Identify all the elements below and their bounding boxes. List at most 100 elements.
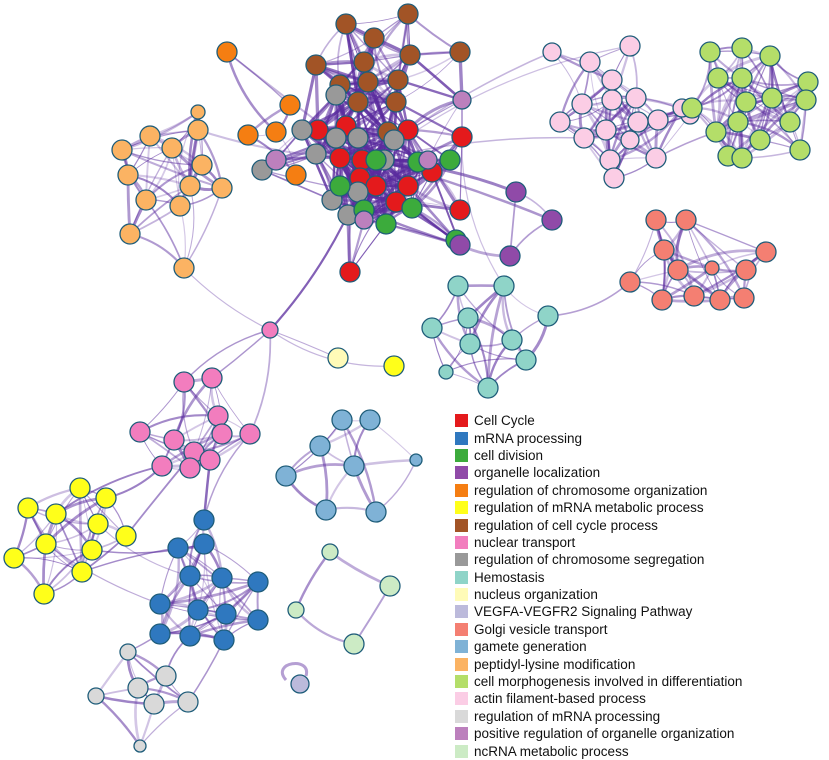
legend-item-pos-reg-organelle: positive regulation of organelle organiz… <box>455 725 825 742</box>
node-mrna-processing <box>215 603 237 625</box>
node-organelle-localization <box>541 209 563 231</box>
node-reg-cell-cycle <box>385 91 407 113</box>
node-cell-morphogenesis <box>731 147 753 169</box>
node-golgi-vesicle <box>683 285 705 307</box>
node-reg-mrna-metabolic <box>95 487 117 509</box>
node-mrna-processing <box>247 609 269 631</box>
node-actin-filament <box>645 147 667 169</box>
legend-swatch <box>455 466 468 480</box>
network-edge <box>461 136 505 287</box>
node-reg-mrna-processing <box>143 693 165 715</box>
node-cell-morphogenesis <box>795 89 817 111</box>
network-edge <box>269 329 339 359</box>
node-ncrna-metabolic <box>343 633 365 655</box>
node-reg-chromosome-segregation <box>325 84 347 106</box>
node-actin-filament <box>627 111 649 133</box>
legend-item-actin-filament: actin filament-based process <box>455 690 825 707</box>
node-reg-mrna-metabolic <box>17 497 39 519</box>
node-hemostasis <box>501 329 523 351</box>
network-nodes <box>3 3 819 753</box>
node-hemostasis <box>515 349 537 371</box>
node-cell-cycle <box>339 261 361 283</box>
node-actin-filament <box>599 149 621 171</box>
legend-label: cell division <box>474 447 544 463</box>
legend-label: Golgi vesicle transport <box>474 621 608 637</box>
node-nuclear-transport <box>207 405 229 427</box>
network-edge <box>249 329 272 435</box>
node-actin-filament <box>620 130 640 150</box>
node-cell-morphogenesis <box>789 139 811 161</box>
legend-swatch <box>455 483 468 497</box>
node-reg-mrna-processing <box>127 677 149 699</box>
legend-swatch <box>455 553 468 567</box>
legend-label: gamete generation <box>474 639 587 655</box>
node-pos-reg-organelle <box>418 150 438 170</box>
node-vegfa-vegfr2 <box>290 674 310 694</box>
node-mrna-processing <box>193 509 215 531</box>
node-peptidyl-lysine <box>117 164 139 186</box>
node-golgi-vesicle <box>755 241 777 263</box>
node-reg-chromosome-organization <box>279 94 301 116</box>
node-reg-mrna-processing <box>87 687 105 705</box>
node-pos-reg-organelle <box>354 210 374 230</box>
node-nuclear-transport <box>179 457 201 479</box>
node-actin-filament <box>573 127 595 149</box>
network-edge <box>121 149 223 189</box>
node-hemostasis <box>457 307 479 329</box>
node-reg-cell-cycle <box>449 41 471 63</box>
node-reg-cell-cycle <box>357 71 379 93</box>
node-actin-filament <box>625 87 647 109</box>
node-ncrna-metabolic <box>287 601 305 619</box>
legend-item-reg-chromosome-organization: regulation of chromosome organization <box>455 482 825 499</box>
legend-swatch <box>455 727 468 741</box>
node-actin-filament <box>603 167 625 189</box>
network-edge <box>183 267 271 331</box>
node-gamete-generation <box>359 409 381 431</box>
legend-item-peptidyl-lysine: peptidyl-lysine modification <box>455 655 825 672</box>
node-cell-cycle <box>397 175 419 197</box>
node-actin-filament <box>601 89 623 111</box>
node-pos-reg-organelle <box>265 149 287 171</box>
node-mrna-processing <box>149 593 171 615</box>
node-reg-chromosome-segregation <box>383 129 405 151</box>
node-reg-cell-cycle <box>399 44 421 66</box>
legend-swatch <box>455 675 468 689</box>
legend-label: nucleus organization <box>474 587 598 603</box>
node-nuclear-transport <box>163 429 185 451</box>
legend-item-reg-mrna-processing: regulation of mRNA processing <box>455 708 825 725</box>
legend-label: actin filament-based process <box>474 691 646 707</box>
legend-item-hemostasis: Hemostasis <box>455 569 825 586</box>
node-mrna-processing <box>247 571 269 593</box>
node-reg-chromosome-organization <box>285 164 307 186</box>
legend-label: mRNA processing <box>474 430 583 446</box>
node-peptidyl-lysine <box>173 257 195 279</box>
legend-label: regulation of mRNA metabolic process <box>474 500 704 516</box>
legend-swatch <box>455 414 468 428</box>
legend-item-nucleus-organization: nucleus organization <box>455 586 825 603</box>
node-peptidyl-lysine <box>169 195 191 217</box>
node-ncrna-metabolic <box>379 575 401 597</box>
node-gamete-generation <box>275 465 297 487</box>
node-hemostasis <box>447 275 469 297</box>
network-edge <box>225 51 277 133</box>
node-cell-morphogenesis <box>705 121 727 143</box>
node-reg-chromosome-segregation <box>291 119 313 141</box>
node-reg-cell-cycle <box>347 91 369 113</box>
node-reg-cell-cycle <box>397 3 419 25</box>
node-mrna-processing <box>213 629 235 651</box>
network-edge <box>375 158 553 222</box>
legend-label: regulation of cell cycle process <box>474 517 658 533</box>
node-cell-cycle <box>451 126 473 148</box>
node-nuclear-transport <box>199 449 221 471</box>
legend-label: regulation of chromosome segregation <box>474 552 705 568</box>
legend-item-golgi-vesicle: Golgi vesicle transport <box>455 621 825 638</box>
node-cell-morphogenesis <box>749 129 771 151</box>
node-mrna-processing <box>167 537 189 559</box>
node-golgi-vesicle <box>709 289 731 311</box>
node-actin-filament <box>542 42 562 62</box>
legend-item-cell-morphogenesis: cell morphogenesis involved in different… <box>455 673 825 690</box>
node-mrna-processing <box>211 567 233 589</box>
network-edge <box>382 159 388 225</box>
node-organelle-localization <box>449 234 471 256</box>
